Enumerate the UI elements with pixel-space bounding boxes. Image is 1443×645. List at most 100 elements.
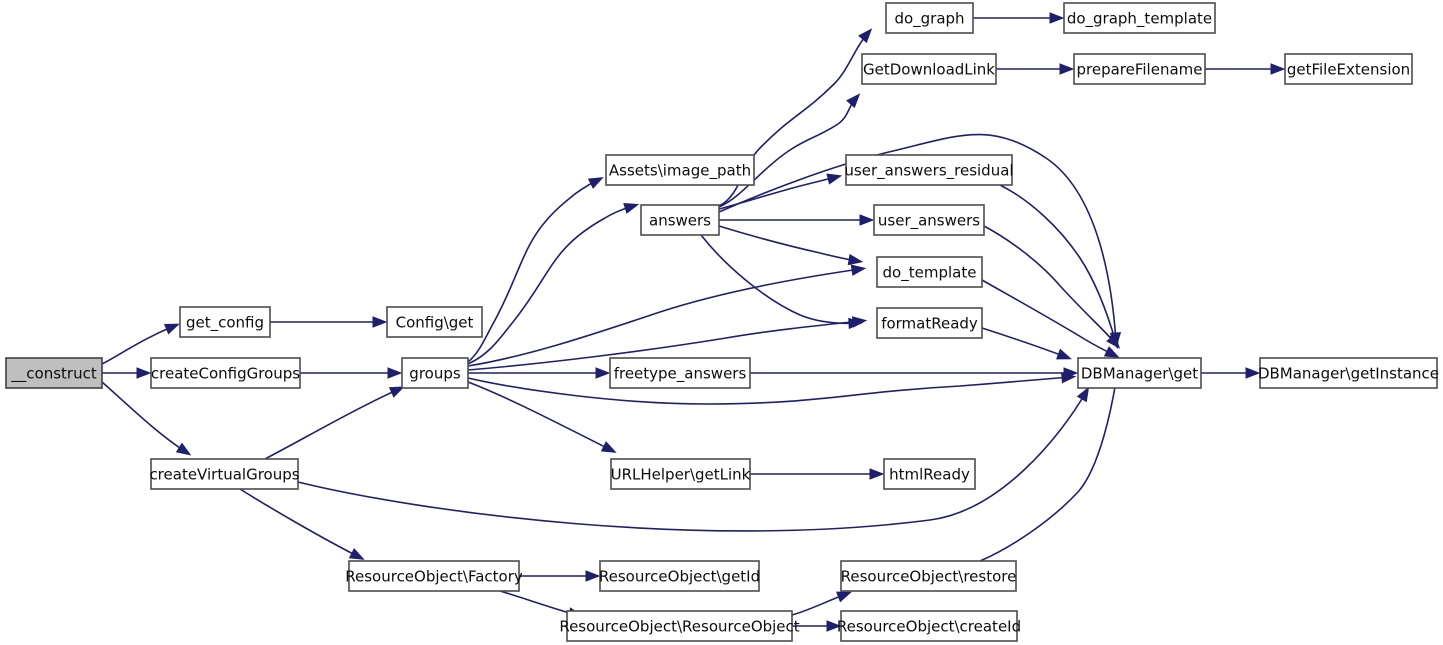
arrowhead-icon	[1049, 12, 1065, 24]
node-freetype[interactable]: freetype_answers	[609, 357, 751, 389]
node-label: GetDownloadLink	[863, 61, 995, 79]
node-do_graph[interactable]: do_graph	[885, 2, 974, 34]
node-construct[interactable]: __construct	[5, 357, 103, 389]
node-ro_createId[interactable]: ResourceObject\createId	[837, 610, 1021, 642]
node-label: do_graph_template	[1067, 10, 1212, 29]
edge-line	[467, 376, 1071, 405]
node-urlhelper[interactable]: URLHelper\getLink	[610, 458, 751, 490]
arrowhead-icon	[826, 173, 843, 185]
node-ro_factory[interactable]: ResourceObject\Factory	[345, 560, 523, 592]
node-box[interactable]	[885, 2, 974, 34]
node-groups[interactable]: groups	[401, 357, 469, 389]
node-label: createConfigGroups	[151, 365, 300, 383]
node-createVirtual[interactable]: createVirtualGroups	[149, 458, 300, 490]
node-box[interactable]	[1077, 357, 1202, 389]
edge-ro_resourceobj-to-ro_restore	[791, 591, 852, 616]
edge-ro_resourceobj-to-ro_createId	[792, 620, 842, 632]
node-htmlReady[interactable]: htmlReady	[883, 458, 976, 490]
arrowhead-icon	[1059, 63, 1075, 75]
node-box[interactable]	[876, 256, 983, 288]
node-user_answers[interactable]: user_answers	[873, 204, 985, 236]
node-box[interactable]	[150, 458, 299, 490]
node-box[interactable]	[348, 560, 520, 592]
node-box[interactable]	[179, 306, 271, 338]
node-getDownloadLink[interactable]: GetDownloadLink	[861, 53, 997, 85]
arrowhead-icon	[1063, 367, 1079, 379]
node-ro_resourceobj[interactable]: ResourceObject\ResourceObject	[559, 610, 800, 642]
edge-line	[700, 234, 858, 325]
arrowhead-icon	[136, 367, 152, 379]
node-box[interactable]	[873, 204, 985, 236]
node-box[interactable]	[609, 357, 751, 389]
edge-line	[101, 325, 175, 365]
node-formatReady[interactable]: formatReady	[876, 307, 983, 339]
node-dbm_instance[interactable]: DBManager\getInstance	[1258, 357, 1439, 389]
edge-answers-to-user_answers	[719, 214, 875, 226]
node-box[interactable]	[1259, 357, 1438, 389]
node-assets_image[interactable]: Assets\image_path	[605, 154, 755, 186]
edge-line	[718, 133, 1117, 342]
node-label: do_template	[883, 264, 977, 283]
edge-line	[467, 205, 634, 365]
edge-line	[981, 279, 1115, 356]
arrowhead-icon	[836, 591, 852, 603]
node-box[interactable]	[401, 357, 469, 389]
edge-createConfig-to-groups	[300, 367, 403, 379]
node-config_get[interactable]: Config\get	[386, 306, 483, 338]
node-box[interactable]	[1284, 53, 1413, 85]
node-getFileExtension[interactable]: getFileExtension	[1284, 53, 1413, 85]
node-get_config[interactable]: get_config	[179, 306, 271, 338]
node-ua_residual[interactable]: user_answers_residual	[844, 154, 1014, 186]
node-label: get_config	[186, 314, 264, 333]
node-createConfig[interactable]: createConfigGroups	[150, 357, 301, 389]
edge-line	[101, 381, 187, 453]
node-ro_restore[interactable]: ResourceObject\restore	[840, 560, 1017, 592]
arrowhead-icon	[858, 28, 873, 44]
node-box[interactable]	[610, 458, 751, 490]
edge-get_config-to-config_get	[270, 316, 388, 328]
node-box[interactable]	[386, 306, 483, 338]
edge-groups-to-freetype	[468, 367, 611, 379]
node-box[interactable]	[845, 154, 1013, 186]
node-box[interactable]	[1073, 53, 1206, 85]
edge-createVirtual-to-groups	[264, 386, 405, 460]
edge-line	[979, 374, 1118, 562]
arrowhead-icon	[1270, 63, 1286, 75]
node-dbm_get[interactable]: DBManager\get	[1077, 357, 1202, 389]
node-label: formatReady	[881, 315, 978, 333]
edge-groups-to-do_template	[467, 264, 867, 367]
node-label: createVirtualGroups	[149, 466, 299, 484]
node-ro_getId[interactable]: ResourceObject\getId	[599, 560, 760, 592]
node-box[interactable]	[861, 53, 997, 85]
arrowhead-icon	[623, 202, 640, 214]
arrowhead-icon	[175, 442, 192, 456]
node-box[interactable]	[840, 560, 1017, 592]
node-box[interactable]	[5, 357, 103, 389]
edge-line	[718, 97, 857, 208]
node-box[interactable]	[640, 204, 720, 236]
node-box[interactable]	[1063, 2, 1216, 34]
arrowhead-icon	[859, 214, 875, 226]
node-box[interactable]	[876, 307, 983, 339]
arrowhead-icon	[600, 441, 617, 453]
node-prepareFilename[interactable]: prepareFilename	[1073, 53, 1206, 85]
node-box[interactable]	[605, 154, 755, 186]
arrowhead-icon	[372, 316, 388, 328]
node-label: ResourceObject\createId	[837, 618, 1021, 636]
node-box[interactable]	[599, 560, 760, 592]
arrowhead-icon	[587, 177, 604, 189]
edge-line	[718, 225, 858, 262]
node-do_graph_tpl[interactable]: do_graph_template	[1063, 2, 1216, 34]
node-box[interactable]	[840, 610, 1018, 642]
arrowhead-icon	[1106, 333, 1121, 349]
edge-formatReady-to-dbm_get	[981, 327, 1072, 360]
node-do_template[interactable]: do_template	[876, 256, 983, 288]
edge-answers-to-getDownloadLink	[718, 93, 861, 208]
node-label: DBManager\get	[1081, 365, 1198, 383]
node-box[interactable]	[150, 357, 301, 389]
node-answers[interactable]: answers	[640, 204, 720, 236]
edge-answers-to-formatReady	[700, 234, 864, 330]
node-box[interactable]	[566, 610, 793, 642]
node-box[interactable]	[883, 458, 976, 490]
